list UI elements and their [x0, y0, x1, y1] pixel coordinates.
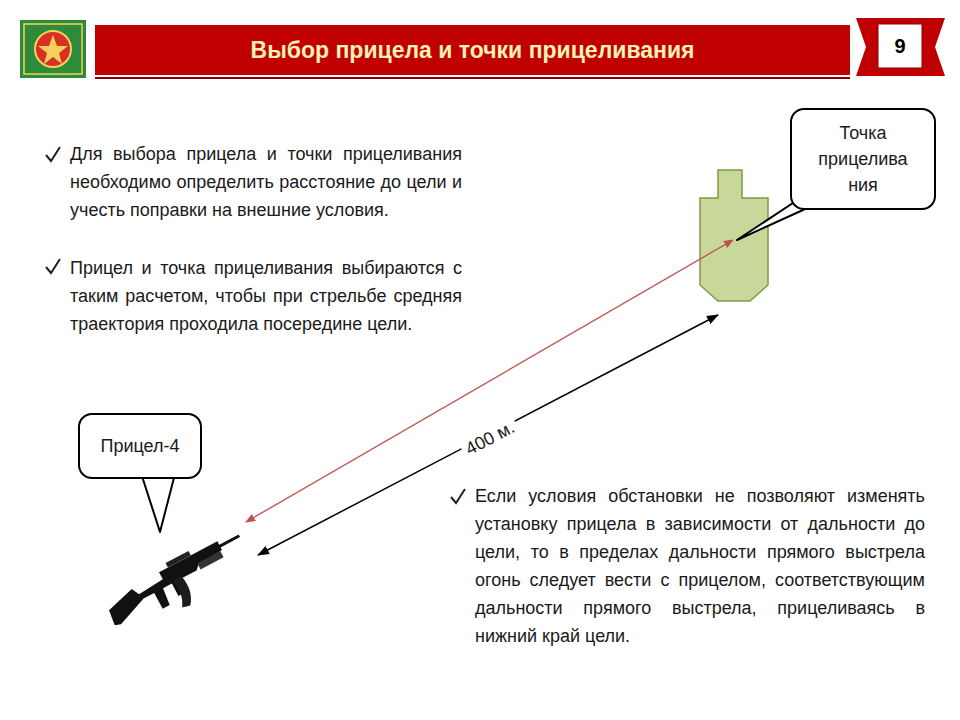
- emblem-badge: [35, 31, 71, 67]
- callout-text: Прицел-4: [90, 433, 190, 459]
- callout-texts: Точка прицелива ния: [802, 120, 924, 198]
- aim-line: [246, 240, 733, 522]
- emblem-star: [38, 35, 68, 64]
- bullet-text: Если условия обстановки не позволяют изм…: [475, 482, 925, 650]
- check-mark: [46, 259, 60, 273]
- rifle-body: [103, 531, 253, 632]
- rifle-sight: [166, 551, 191, 568]
- emblem-ground: [20, 20, 86, 78]
- check-mark: [451, 489, 465, 503]
- callout-tail: [140, 470, 176, 532]
- callout-text: Точка прицелива ния: [802, 120, 924, 198]
- callout-box: Прицел-4: [78, 413, 202, 479]
- target-silhouette: [700, 170, 768, 301]
- rifle-launcher: [197, 551, 223, 569]
- callout-box: Точка прицелива ния: [790, 108, 936, 210]
- emblem-frame: [24, 24, 82, 74]
- title-bar: [95, 25, 850, 75]
- bullet-text: Для выбора прицела и точки прицеливания …: [70, 140, 462, 224]
- rifle-magazine: [169, 576, 196, 610]
- page-number: 9: [878, 24, 922, 68]
- check-mark: [46, 147, 60, 161]
- distance-label: 400 м.: [458, 415, 521, 462]
- page-ribbon: [856, 18, 945, 76]
- slide-title: Выбор прицела и точки прицеливания: [95, 25, 850, 75]
- page-number-box: [878, 24, 922, 68]
- callout-texts: Прицел-4: [90, 433, 190, 459]
- bullet-text: Прицел и точка прицеливания выбираются с…: [70, 254, 462, 338]
- title-underline: [95, 77, 850, 79]
- rifle-figure: [100, 526, 257, 641]
- header: [20, 18, 945, 78]
